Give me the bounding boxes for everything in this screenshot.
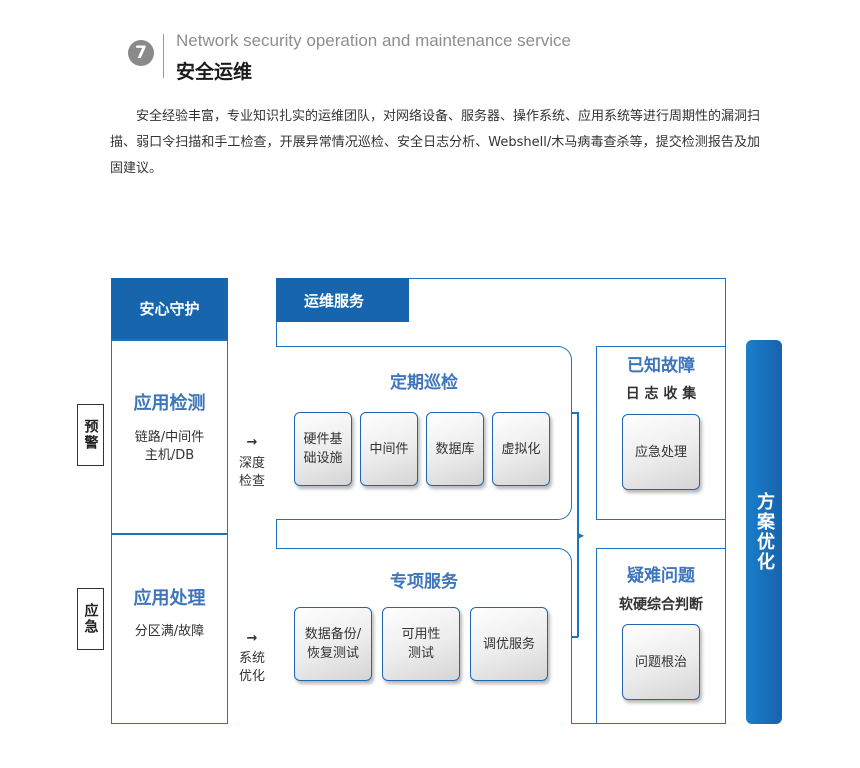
section-title-cn: 安全运维 [176,61,253,83]
system-opt-line-1: 系统 [238,651,265,666]
left-panel-divider [111,533,228,535]
special-service-title: 专项服务 [390,572,458,592]
special-item-backup: 数据备份/恢复测试 [294,607,372,681]
known-fault-item: 应急处理 [622,414,700,490]
left-panel [111,278,228,724]
inspection-item-hardware-line-2: 础设施 [303,451,343,466]
intro-paragraph: 安全经验丰富，专业知识扎实的运维团队，对网络设备、服务器、操作系统、应用系统等进… [110,109,761,176]
inspection-title: 定期巡检 [390,373,458,393]
special-item-backup-line-2: 恢复测试 [306,646,359,661]
emergency-label: 应急 [77,588,104,650]
warning-label: 预警 [77,404,104,466]
arrow-right-icon: → [246,631,258,646]
known-fault-subtitle: 日 志 收 集 [625,386,697,402]
special-item-availability-line-1: 可用性 [401,627,441,642]
detect-title: 应用检测 [133,393,206,414]
connector-vertical [577,412,579,637]
service-panel-tab: 运维服务 [276,278,409,322]
detect-line-1: 链路/中间件 [134,430,205,445]
section-number-badge: 7 [128,40,154,66]
hard-issue-title: 疑难问题 [627,566,695,586]
left-panel-tab: 安心守护 [111,278,228,339]
handle-title: 应用处理 [133,588,206,609]
connector-top [572,412,578,414]
special-item-availability-line-2: 测试 [407,646,434,661]
inspection-item-hardware-line-1: 硬件基 [303,432,343,447]
handle-text: 分区满/故障 [134,624,205,639]
header-divider [163,34,164,78]
system-opt-line-2: 优化 [238,669,265,684]
special-item-tuning: 调优服务 [470,607,548,681]
left-panel-tab-line [111,339,228,341]
inspection-item-database: 数据库 [426,412,484,486]
hard-issue-item: 问题根治 [622,624,700,700]
detect-line-2: 主机/DB [144,448,195,463]
connector-bottom [572,636,578,638]
inspection-item-middleware: 中间件 [360,412,418,486]
section-title-en: Network security operation and maintenan… [176,31,571,50]
inspection-item-virtualization: 虚拟化 [492,412,550,486]
arrow-right-icon: → [246,435,258,450]
deep-check-line-1: 深度 [238,456,265,471]
inspection-item-hardware: 硬件基础设施 [294,412,352,486]
deep-check-line-2: 检查 [238,474,265,489]
special-item-backup-line-1: 数据备份/ [304,627,362,642]
solution-optimization-bar: 方案优化 [746,340,782,724]
special-item-availability: 可用性测试 [382,607,460,681]
known-fault-title: 已知故障 [627,356,695,376]
connector-arrow-icon: ▸ [578,528,585,542]
hard-issue-subtitle: 软硬综合判断 [619,597,703,613]
